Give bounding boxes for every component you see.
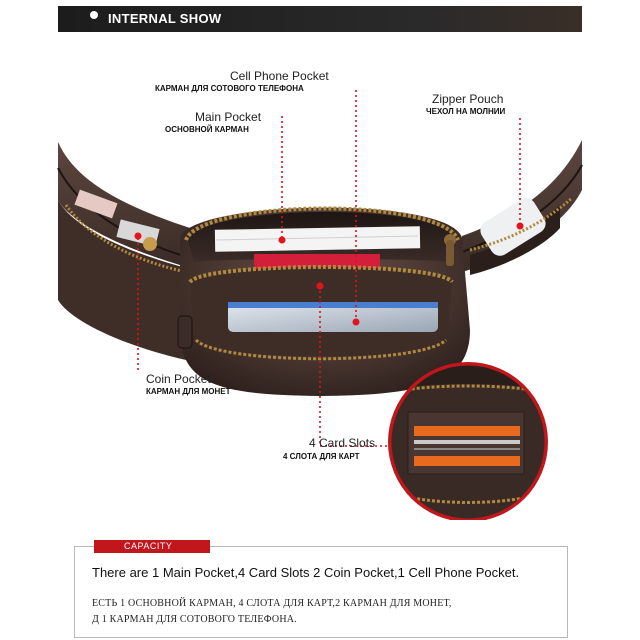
main-pocket-label: Main Pocket: [195, 110, 262, 124]
card-slots-zoom: [388, 362, 548, 520]
capacity-description-ru-line1: ЕСТЬ 1 ОСНОВНОЙ КАРМАН, 4 СЛОТА ДЛЯ КАРТ…: [92, 598, 452, 609]
zipper-pouch-label: Zipper Pouch: [432, 92, 504, 106]
capacity-description-ru: ЕСТЬ 1 ОСНОВНОЙ КАРМАН, 4 СЛОТА ДЛЯ КАРТ…: [92, 596, 552, 628]
capacity-tab: [94, 540, 210, 553]
card-slots-label: 4 Card Slots: [309, 436, 376, 450]
capacity-divider: [74, 546, 568, 547]
coin-pocket-label-ru: КАРМАН ДЛЯ МОНЕТ: [146, 387, 231, 396]
header-bullet-icon: [90, 11, 98, 19]
card-slots-label-ru: 4 СЛОТА ДЛЯ КАРТ: [283, 452, 360, 461]
callout-lines: [137, 90, 521, 447]
zipper-pouch-label-ru: ЧЕХОЛ НА МОЛНИИ: [426, 107, 506, 116]
capacity-description-ru-line2: Д 1 КАРМАН ДЛЯ СОТОВОГО ТЕЛЕФОНА.: [92, 614, 297, 625]
header-title: INTERNAL SHOW: [108, 11, 222, 26]
right-strap: [461, 140, 583, 275]
cell-phone-pocket-label: Cell Phone Pocket: [230, 69, 329, 83]
cell-phone-pocket-label-ru: КАРМАН ДЛЯ СОТОВОГО ТЕЛЕФОНА: [155, 84, 304, 93]
capacity-box: [74, 546, 568, 638]
bag-body: [177, 206, 470, 396]
capacity-tab-label: CAPACITY: [124, 541, 173, 551]
main-pocket-label-ru: ОСНОВНОЙ КАРМАН: [165, 125, 249, 134]
capacity-description-en: There are 1 Main Pocket,4 Card Slots 2 C…: [92, 565, 520, 580]
coin-pocket-label: Coin Pocket: [146, 372, 211, 386]
product-photo: [57, 90, 583, 520]
header-banner: [58, 6, 582, 32]
callout-dots: [134, 222, 524, 326]
left-strap: [57, 142, 191, 360]
